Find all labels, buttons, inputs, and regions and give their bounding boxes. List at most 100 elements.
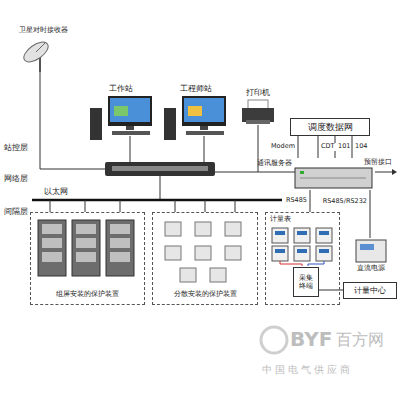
monitor-screen [184,98,224,122]
protection-device [165,246,181,260]
layer-label: 间隔层 [4,207,28,216]
node-label: 采集终端 [299,274,314,290]
node-label: 工程师站 [160,84,232,93]
watermark-logo [261,327,287,353]
reserved-arrow [392,169,397,175]
cabinet-device [76,252,96,262]
dc-power-unit [356,240,386,262]
meter [316,228,332,243]
bus-drop [120,200,121,212]
cabinet-device [110,238,130,248]
switch-ports [112,166,208,171]
meter-wire [308,261,324,266]
meter-wire [280,261,302,266]
monitor-stand [200,126,208,130]
watermark: 百方网 [336,331,384,349]
protection-device [225,222,241,236]
monitor-stand [126,126,134,130]
node-label: 组屏安装的保护装置 [31,290,144,298]
protection-device [195,246,211,260]
connector [298,136,299,158]
node-label: 打印机 [238,88,278,97]
cabinet-device [110,252,130,262]
monitor [182,96,226,126]
reserved-line [375,172,393,173]
protection-device [180,268,196,282]
meter-display [319,231,329,235]
layer-label: 站控层 [4,143,28,152]
ethernet-bus [32,199,282,202]
signal-label: RS485 [285,197,308,204]
connector [310,190,311,212]
meter [316,246,332,261]
server-slot [300,178,366,179]
collection-terminal: 采集终端 [293,267,319,297]
cabinet-device [76,238,96,248]
wire [130,136,131,162]
bus-drop [85,200,86,212]
port-label: 预留接口 [364,158,392,166]
node-label: 计量中心 [354,286,386,295]
meter-display [297,231,307,235]
keyboard [186,131,224,135]
signal-label: RS485/RS232 [322,198,368,205]
meter-display [275,249,285,253]
bus-drop [235,200,236,212]
cabinet-device [42,252,62,262]
pc-tower [164,108,176,140]
bus-drop [50,200,51,212]
signal-label: CDT [320,143,336,150]
monitor-screen [110,98,150,122]
cabinet [106,220,134,276]
cabinet [72,220,100,276]
node-label: 计量表 [270,215,310,223]
comm-server: 通讯服务器 [255,158,375,190]
dc-power-display [360,244,374,250]
protection-device [210,268,226,282]
protection-device [165,222,181,236]
screen-chart [114,106,128,116]
node-label: 分散安装的保护装置 [153,290,257,298]
printer-tray [246,120,270,124]
meter [272,228,288,243]
node-label: 卫星对时接收器 [12,26,74,34]
meter-group: 计量表采集终端 [265,212,340,305]
cabinet-device [42,238,62,248]
connector [370,190,371,238]
panel-protection-group: 组屏安装的保护装置 [30,212,145,305]
watermark: BYF [290,328,332,351]
printer-body [242,108,274,122]
wire [215,172,295,173]
dc-power: 直流电源 [345,238,397,274]
layer-label: 网络层 [4,174,28,183]
connector [352,136,353,158]
dish-reflector [21,38,52,66]
meter [272,246,288,261]
node-label: 通讯服务器 [257,159,297,167]
network-switch [105,162,215,176]
signal-label: Modem [270,143,296,150]
cabinet-device [110,224,130,234]
meter-display [275,231,285,235]
workstation: 工作站 [86,84,156,142]
monitor [108,96,152,126]
signal-label: 101 [337,143,351,150]
server-led [300,171,304,174]
connector [318,136,319,158]
printer: 打印机 [238,88,278,128]
metering-center-box: 计量中心 [343,282,397,299]
pc-tower [90,108,102,140]
protection-device [225,246,241,260]
wire [204,136,205,162]
signal-label: 104 [354,143,368,150]
cabinet [38,220,66,276]
dispatch-network-box: 调度数据网 [290,118,370,136]
engineer-station: 工程师站 [160,84,232,142]
dish-feed [36,42,46,52]
server [295,168,372,188]
node-label: 工作站 [86,84,156,93]
bus-label: 以太网 [44,187,68,196]
keyboard [112,131,150,135]
screen-chart [188,106,202,116]
